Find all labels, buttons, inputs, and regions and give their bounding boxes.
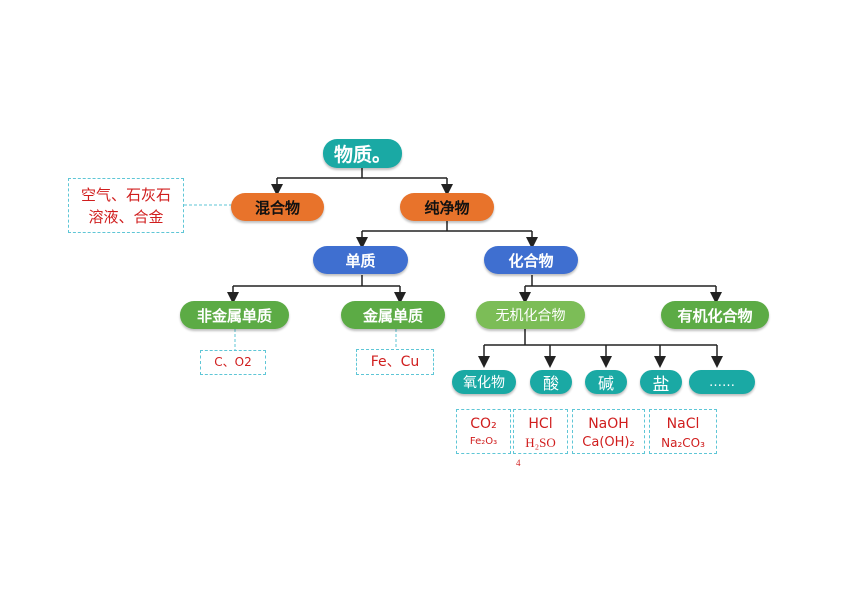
nonmetal-element-node: 非金属单质	[180, 301, 289, 329]
oxide-example-1: CO₂	[470, 416, 497, 432]
acid-examples-box: HCl H₂SO	[513, 409, 568, 454]
acid-example-2: H₂SO	[525, 435, 556, 450]
salt-label: 盐	[652, 374, 670, 395]
nonmetal-examples-box: C、O2	[200, 350, 266, 375]
acid-example-2-subscript: 4	[516, 458, 521, 468]
oxide-example-2: Fe₂O₃	[469, 436, 498, 447]
mixture-node: 混合物	[231, 193, 324, 221]
mixture-examples-line2: 溶液、合金	[88, 208, 164, 226]
compound-label: 化合物	[508, 251, 554, 270]
pure-node: 纯净物	[400, 193, 494, 221]
nonmetal-examples: C、O2	[214, 355, 252, 369]
more-label: ……	[709, 374, 735, 390]
metal-element-node: 金属单质	[341, 301, 445, 329]
pure-label: 纯净物	[424, 198, 470, 217]
salt-examples-box: NaCl Na₂CO₃	[649, 409, 717, 454]
metal-examples: Fe、Cu	[370, 354, 420, 370]
base-label: 碱	[597, 374, 614, 393]
acid-example-1: HCl	[528, 416, 553, 432]
acid-label: 酸	[542, 374, 559, 393]
salt-example-1: NaCl	[666, 416, 700, 432]
nonmetal-element-label: 非金属单质	[196, 306, 272, 325]
organic-compound-label: 有机化合物	[677, 306, 753, 325]
inorganic-compound-label: 无机化合物	[495, 308, 566, 324]
more-node: ……	[689, 370, 755, 394]
element-label: 单质	[345, 251, 376, 270]
oxide-label: 氧化物	[463, 375, 505, 391]
base-example-2: Ca(OH)₂	[582, 435, 635, 450]
base-example-1: NaOH	[588, 416, 629, 432]
salt-example-2: Na₂CO₃	[661, 436, 705, 450]
element-node: 单质	[313, 246, 408, 274]
root-node: 物质。	[323, 139, 402, 168]
mixture-examples-box: 空气、石灰石 溶液、合金	[68, 178, 184, 233]
metal-element-label: 金属单质	[362, 306, 423, 325]
oxide-examples-box: CO₂ Fe₂O₃	[456, 409, 511, 454]
compound-node: 化合物	[484, 246, 578, 274]
acid-node: 酸	[530, 370, 572, 394]
organic-compound-node: 有机化合物	[661, 301, 769, 329]
base-node: 碱	[585, 370, 627, 394]
mixture-label: 混合物	[254, 198, 300, 217]
metal-examples-box: Fe、Cu	[356, 349, 434, 375]
oxide-node: 氧化物	[452, 370, 516, 394]
salt-node: 盐	[640, 370, 682, 395]
root-label: 物质。	[333, 144, 391, 166]
mixture-examples-line1: 空气、石灰石	[80, 186, 171, 204]
base-examples-box: NaOH Ca(OH)₂	[572, 409, 645, 454]
inorganic-compound-node: 无机化合物	[476, 301, 585, 329]
